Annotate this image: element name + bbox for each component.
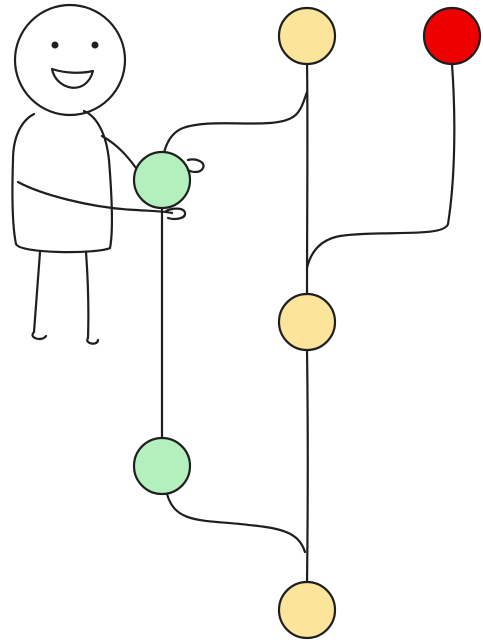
figure-arm-right xyxy=(100,134,138,170)
figure-body xyxy=(11,109,114,254)
branch-lines xyxy=(160,58,456,587)
figure-hand-bottom xyxy=(164,207,187,221)
main-commit-bottom xyxy=(277,580,337,640)
commit-nodes xyxy=(132,6,482,640)
feature-commit-held xyxy=(132,150,192,210)
figure-leg-right xyxy=(84,250,100,345)
figure-arm-left xyxy=(16,180,174,215)
figure-head xyxy=(13,3,127,117)
figure-hand-top xyxy=(186,158,205,174)
main-commit-top xyxy=(277,6,337,66)
edge-main-middle-to-main-bottom xyxy=(305,348,309,587)
feature-commit-lower xyxy=(132,436,192,496)
figure-left-eye xyxy=(51,41,59,49)
remote-commit xyxy=(422,6,482,66)
edge-main-top-to-feature-held xyxy=(160,90,309,164)
edge-remote-to-main-middle xyxy=(305,62,456,270)
figure-leg-left xyxy=(31,250,48,341)
figure-right-eye xyxy=(91,41,99,49)
stick-figure-smiling-icon xyxy=(11,3,174,345)
edge-feature-lower-to-main-bottom xyxy=(165,492,307,554)
figure-smile xyxy=(50,67,95,89)
main-commit-middle xyxy=(277,292,337,352)
figure-hands xyxy=(164,158,205,221)
